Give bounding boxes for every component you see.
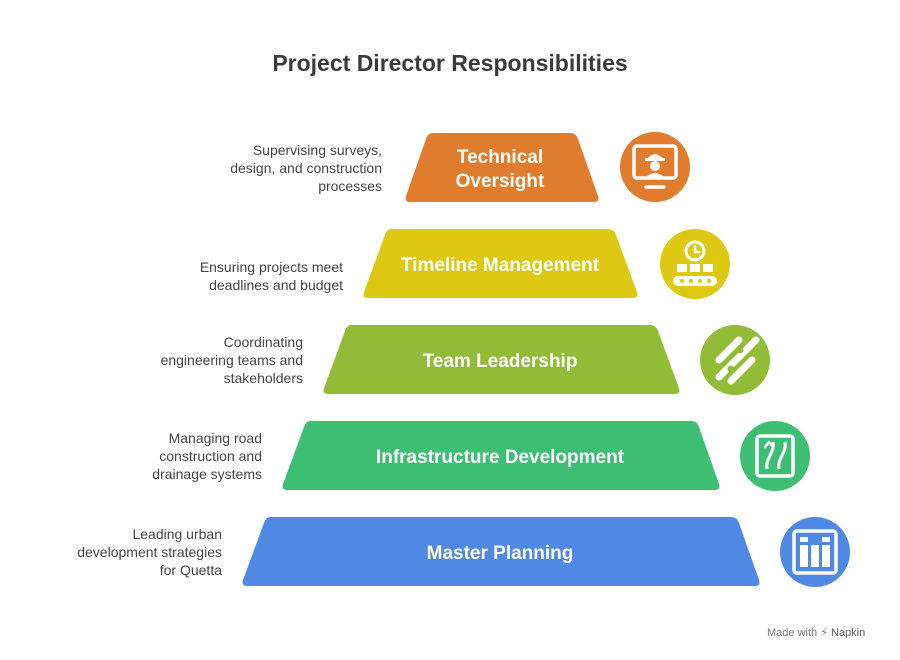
level-description-technical-oversight: Supervising surveys, design, and constru…: [230, 142, 382, 194]
level-label-line: Team Leadership: [423, 351, 578, 372]
napkin-logo-icon: ⚡: [820, 627, 828, 639]
pyramid-level-team-leadership: Team Leadership: [323, 325, 680, 394]
level-label-line: Timeline Management: [401, 255, 600, 276]
level-description-timeline-management: Ensuring projects meet deadlines and bud…: [199, 259, 343, 293]
level-label-line: Infrastructure Development: [376, 447, 625, 468]
connected-team-icon: [700, 325, 770, 395]
pyramid-level-infrastructure-development: Infrastructure Development: [282, 421, 720, 490]
city-plan-icon: [780, 517, 850, 587]
level-label-line: Master Planning: [427, 543, 574, 564]
level-shape: [323, 325, 680, 394]
level-shape: [282, 421, 720, 490]
pyramid-level-master-planning: Master Planning: [242, 517, 760, 586]
level-shape: [363, 229, 638, 298]
level-label-line: Oversight: [456, 171, 545, 192]
level-label-line: Technical: [457, 147, 543, 168]
clock-conveyor-icon: [660, 229, 730, 299]
pyramid-level-technical-oversight: Technical Oversight: [405, 133, 599, 202]
engineer-monitor-icon: [620, 132, 690, 202]
level-description-infrastructure-development: Managing road construction and drainage …: [152, 430, 262, 482]
level-description-master-planning: Leading urban development strategies for…: [77, 526, 222, 578]
road-icon: [740, 421, 810, 491]
level-description-team-leadership: Coordinating engineering teams and stake…: [160, 334, 303, 386]
napkin-watermark: Made with ⚡ Napkin: [767, 627, 866, 639]
level-shape: [242, 517, 760, 586]
page-title: Project Director Responsibilities: [272, 50, 628, 76]
level-shape: [405, 133, 599, 202]
pyramid-level-timeline-management: Timeline Management: [363, 229, 638, 298]
